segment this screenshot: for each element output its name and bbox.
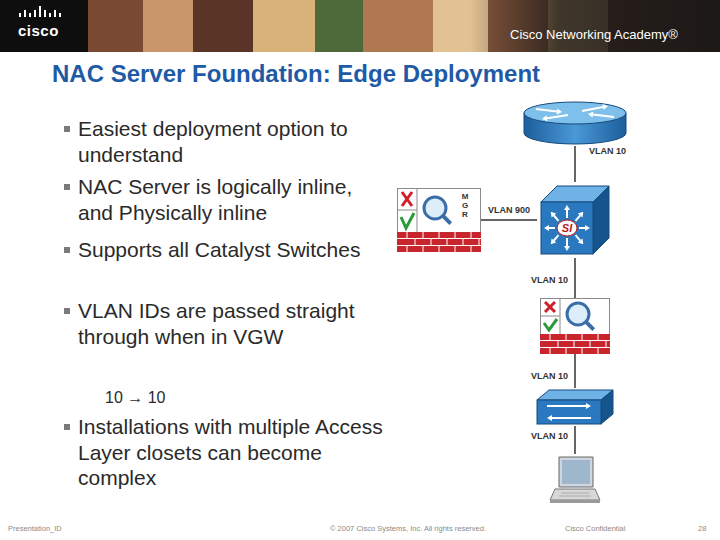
footer-text: Cisco Confidential xyxy=(565,524,625,533)
access-switch-icon xyxy=(535,388,615,426)
icon-label: SI xyxy=(557,221,577,235)
network-link xyxy=(574,146,576,182)
icon-drawing xyxy=(537,182,613,258)
network-link xyxy=(574,354,576,388)
sub-bullet-text: 10 → 10 xyxy=(105,388,165,407)
nac-server-icon xyxy=(540,298,610,354)
bullet-square xyxy=(64,308,70,314)
slide-title: NAC Server Foundation: Edge Deployment xyxy=(52,60,540,88)
bullet-text: Installations with multiple Access Layer… xyxy=(78,414,390,491)
page-number: 28 xyxy=(698,524,706,533)
icon-drawing xyxy=(397,188,481,252)
bullet-square xyxy=(64,184,70,190)
vlan-label: VLAN 10 xyxy=(530,431,569,442)
vlan-label: VLAN 10 xyxy=(530,275,569,286)
vlan-label: VLAN 10 xyxy=(530,371,569,382)
bullet-square xyxy=(64,247,70,253)
icon-label: MGR xyxy=(461,193,469,219)
vlan-label: VLAN 900 xyxy=(487,205,531,216)
footer-text: Presentation_ID xyxy=(8,524,62,533)
icon-drawing xyxy=(540,298,610,354)
logo-text: cisco xyxy=(18,22,59,39)
bullet-square xyxy=(64,424,70,430)
router-icon xyxy=(522,100,628,146)
distribution-switch-icon: SI xyxy=(537,182,613,258)
icon-drawing xyxy=(522,100,628,146)
nac-manager-icon: MGR xyxy=(397,188,481,252)
icon-drawing xyxy=(549,454,601,506)
bullet-text: Easiest deployment option to understand xyxy=(78,116,390,167)
vlan-label: VLAN 10 xyxy=(588,146,627,157)
bullet-text: NAC Server is logically inline, and Phys… xyxy=(78,174,390,225)
icon-drawing xyxy=(535,388,615,426)
academy-text: Cisco Networking Academy® xyxy=(510,27,678,42)
bullet-square xyxy=(64,126,70,132)
network-link xyxy=(481,219,537,221)
bullet-text: VLAN IDs are passed straight through whe… xyxy=(78,298,390,349)
network-link xyxy=(574,258,576,298)
footer-text: © 2007 Cisco Systems, Inc. All rights re… xyxy=(330,524,486,533)
laptop-icon xyxy=(549,454,601,506)
network-link xyxy=(574,426,576,454)
bullet-text: Supports all Catalyst Switches xyxy=(78,237,390,263)
